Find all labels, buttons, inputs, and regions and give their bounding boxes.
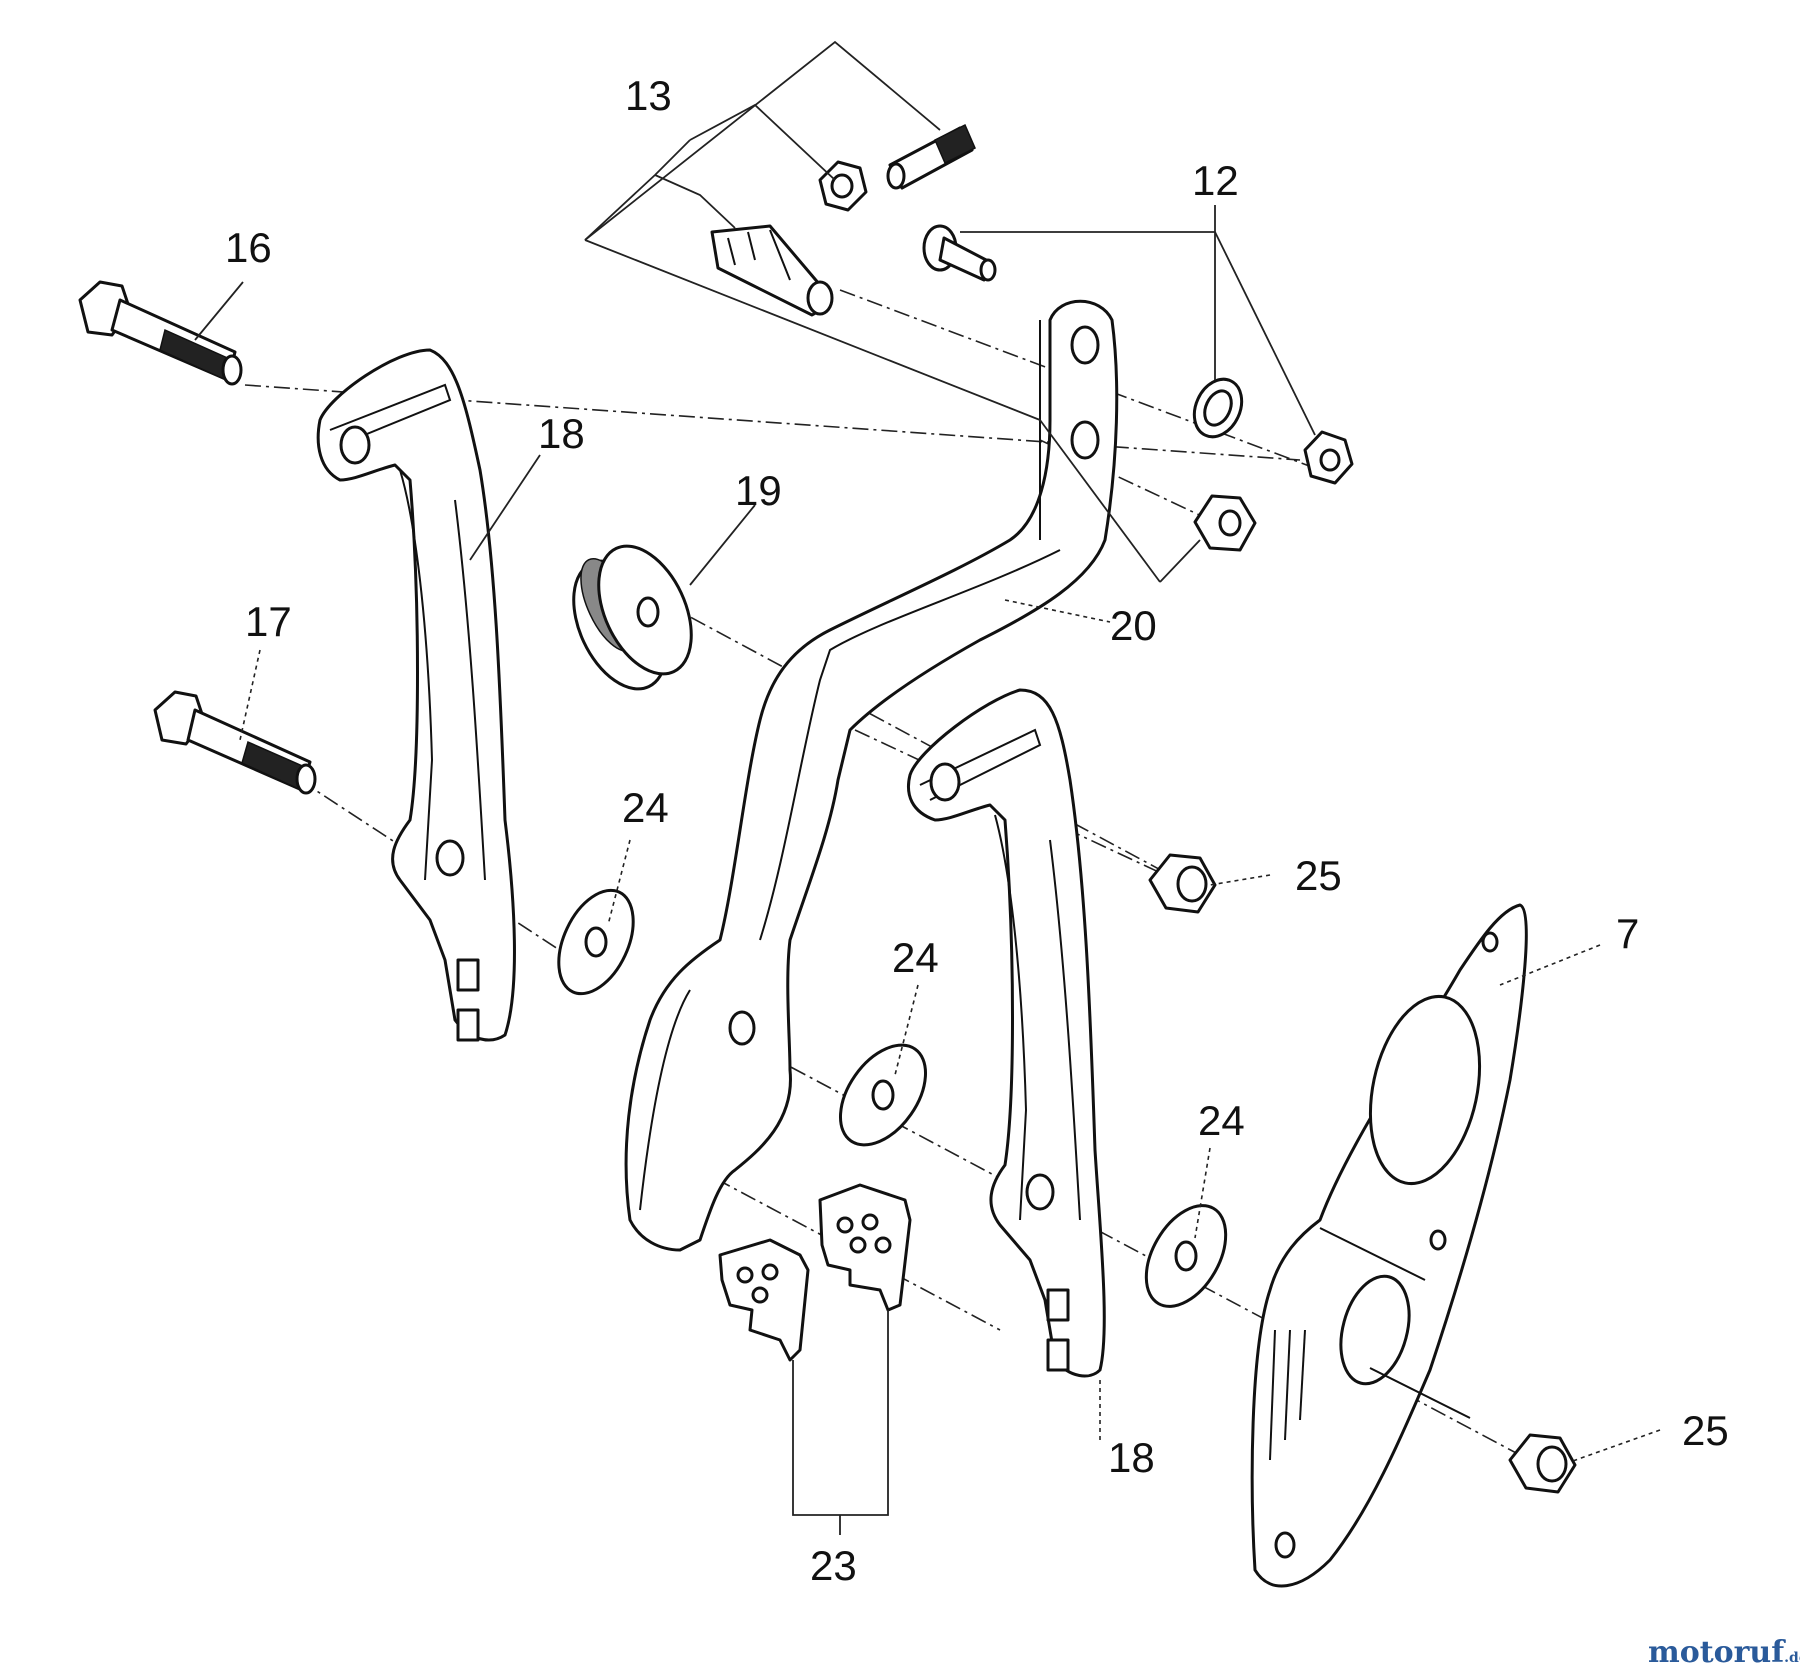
bolt-17: [153, 690, 317, 795]
label-25-lower: 25: [1682, 1407, 1729, 1454]
pin-12: [922, 224, 1354, 552]
lever-18-right: [907, 688, 1106, 1378]
brake-pads-23: [718, 1183, 912, 1362]
callout-leaders: [194, 40, 1661, 1535]
label-20: 20: [1110, 602, 1157, 649]
washer-24-middle: [838, 1043, 928, 1147]
watermark-brand: motoruf: [1648, 1635, 1786, 1670]
brake-arm-20: [624, 299, 1119, 1252]
label-24-right: 24: [1198, 1097, 1245, 1144]
bolt-16: [78, 280, 243, 386]
label-16: 16: [225, 224, 272, 271]
label-24-middle: 24: [892, 934, 939, 981]
adjuster-13: [710, 123, 976, 317]
roller-19: [572, 544, 693, 691]
label-18-left: 18: [538, 410, 585, 457]
label-13: 13: [625, 72, 672, 119]
watermark-logo: motoruf.de: [1648, 1635, 1800, 1670]
label-7: 7: [1616, 910, 1639, 957]
label-24-left: 24: [622, 784, 669, 831]
plate-7: [1250, 903, 1528, 1588]
watermark-tld: .de: [1784, 1650, 1800, 1666]
washer-24-right: [1144, 1204, 1228, 1308]
lever-18-left: [316, 348, 516, 1042]
label-18-right: 18: [1108, 1434, 1155, 1481]
label-19: 19: [735, 467, 782, 514]
label-17: 17: [245, 598, 292, 645]
svg-text:motoruf.de: motoruf.de: [1648, 1635, 1800, 1670]
washer-24-left: [557, 888, 635, 996]
label-12: 12: [1192, 157, 1239, 204]
nut-25-upper: [1148, 853, 1217, 914]
nut-25-lower: [1508, 1433, 1577, 1494]
label-25-upper: 25: [1295, 852, 1342, 899]
label-23: 23: [810, 1542, 857, 1589]
part-labels: 13 12 16 18 19 20 17 24 25 7 24 24 25 18…: [225, 72, 1729, 1589]
